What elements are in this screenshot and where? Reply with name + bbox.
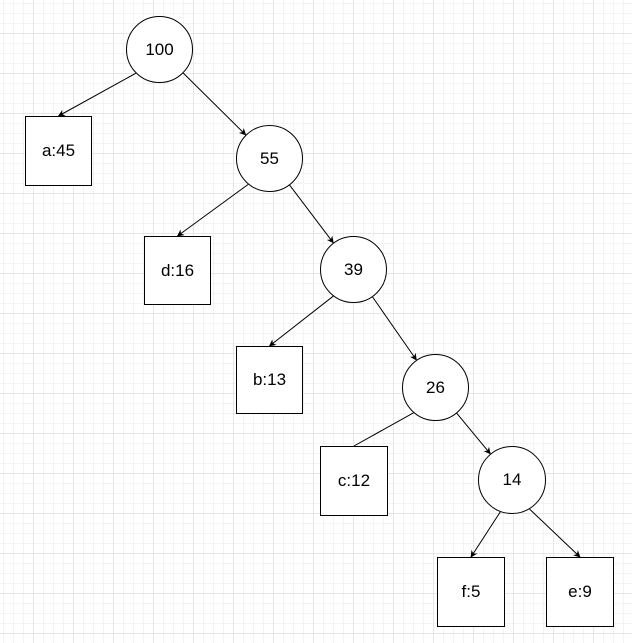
node-26: 26 (402, 354, 469, 421)
leaf-b13: b:13 (236, 346, 303, 414)
leaf-c12: c:12 (320, 446, 388, 516)
leaf-a45: a:45 (25, 116, 92, 186)
leaf-f5: f:5 (437, 557, 505, 627)
edge-n14-e9 (529, 508, 581, 558)
edge-n39-b13 (268, 295, 334, 347)
edge-n14-f5 (470, 511, 501, 558)
edge-n100-a45 (57, 72, 137, 117)
edge-n55-n39 (289, 184, 334, 244)
node-39: 39 (320, 236, 387, 303)
leaf-d16: d:16 (144, 236, 211, 305)
edge-n100-n55 (182, 72, 247, 136)
node-100: 100 (126, 16, 193, 83)
edge-n26-n14 (456, 412, 491, 455)
edge-n55-d16 (176, 183, 249, 237)
node-55: 55 (236, 125, 303, 192)
edge-n39-n26 (372, 296, 417, 361)
leaf-e9: e:9 (546, 557, 614, 627)
edge-n26-c12 (353, 412, 414, 447)
node-14: 14 (478, 446, 546, 514)
